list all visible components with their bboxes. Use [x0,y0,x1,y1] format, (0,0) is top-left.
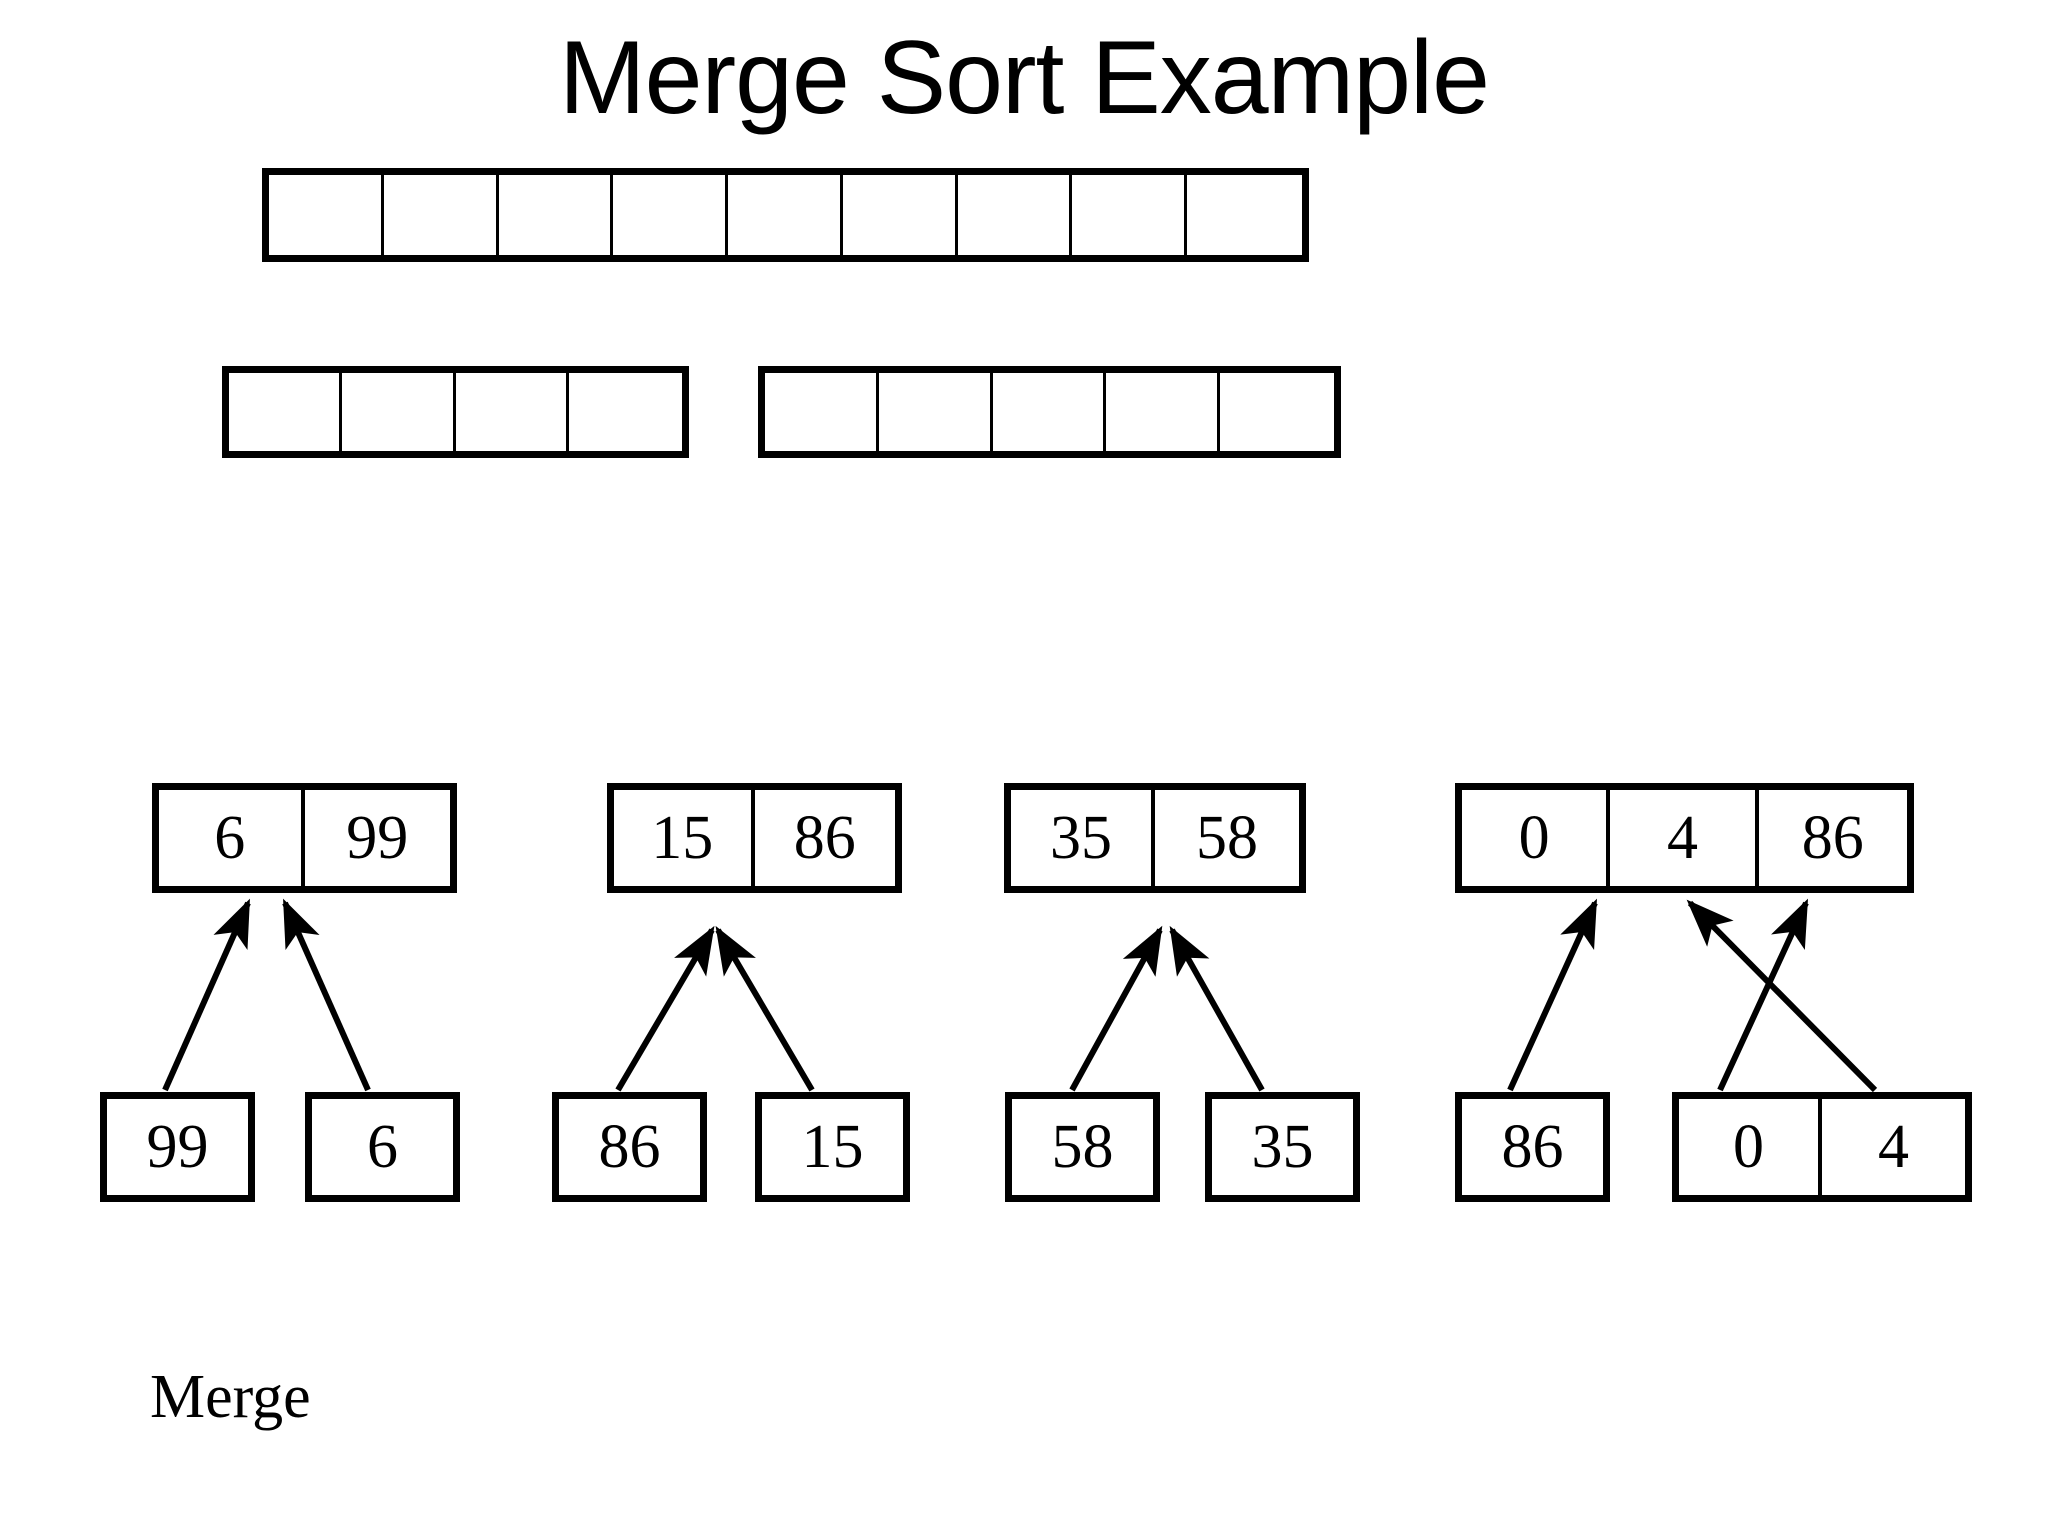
merge-arrow [1507,898,1598,1092]
leaf-box-7: 86 [1455,1092,1610,1202]
array-cell [1220,373,1334,451]
merge-arrow [1686,899,1878,1093]
merged-group-4: 0 4 86 [1455,783,1914,893]
array-cell [269,175,384,255]
array-cell [613,175,729,255]
leaf-box-3: 86 [552,1092,707,1202]
array-cell [456,373,569,451]
array-cell: 0 [1679,1099,1823,1195]
merge-arrow [1717,898,1809,1092]
array-cell: 35 [1011,790,1155,886]
array-cell [384,175,499,255]
merged-group-1: 6 99 [152,783,457,893]
leaf-box-4: 15 [755,1092,910,1202]
array-cell [993,373,1107,451]
array-cell [843,175,958,255]
array-cell [958,175,1073,255]
array-cell: 99 [346,804,409,872]
array-cell: 86 [1501,1113,1564,1181]
array-cell: 6 [159,790,305,886]
array-cell [1072,175,1188,255]
array-cell: 4 [1610,790,1759,886]
array-cell: 15 [614,790,755,886]
merged-group-3: 35 58 [1004,783,1306,893]
leaf-box-6: 35 [1205,1092,1360,1202]
merged-group-2: 15 86 [607,783,902,893]
array-cell: 0 [1462,790,1611,886]
array-cell: 58 [1196,804,1258,872]
array-right-half [758,366,1341,458]
leaf-box-2: 6 [305,1092,460,1202]
array-left-half [222,366,689,458]
leaf-box-5: 58 [1005,1092,1160,1202]
array-cell [765,373,879,451]
array-cell: 86 [598,1113,661,1181]
merge-arrow [282,898,371,1092]
merge-step-label: Merge [150,1363,311,1431]
merge-arrow [1069,925,1163,1092]
merge-arrow [715,925,815,1092]
array-cell [499,175,614,255]
array-cell: 15 [801,1113,864,1181]
array-cell [229,373,343,451]
merge-arrow [162,898,251,1092]
page-title: Merge Sort Example [559,20,1490,136]
array-cell [342,373,456,451]
merge-arrow [1169,925,1265,1092]
array-cell [1187,175,1302,255]
leaf-box-1: 99 [100,1092,255,1202]
merge-arrow [615,925,715,1092]
array-cell: 6 [367,1113,398,1181]
array-cell [879,373,993,451]
array-cell: 58 [1051,1113,1114,1181]
array-cell [569,373,682,451]
array-cell [728,175,843,255]
array-full [262,168,1309,262]
leaf-box-8: 0 4 [1672,1092,1972,1202]
array-cell: 99 [146,1113,209,1181]
array-cell: 35 [1251,1113,1314,1181]
array-cell: 86 [793,804,856,872]
array-cell: 86 [1801,804,1864,872]
array-cell [1106,373,1221,451]
array-cell: 4 [1878,1113,1910,1181]
